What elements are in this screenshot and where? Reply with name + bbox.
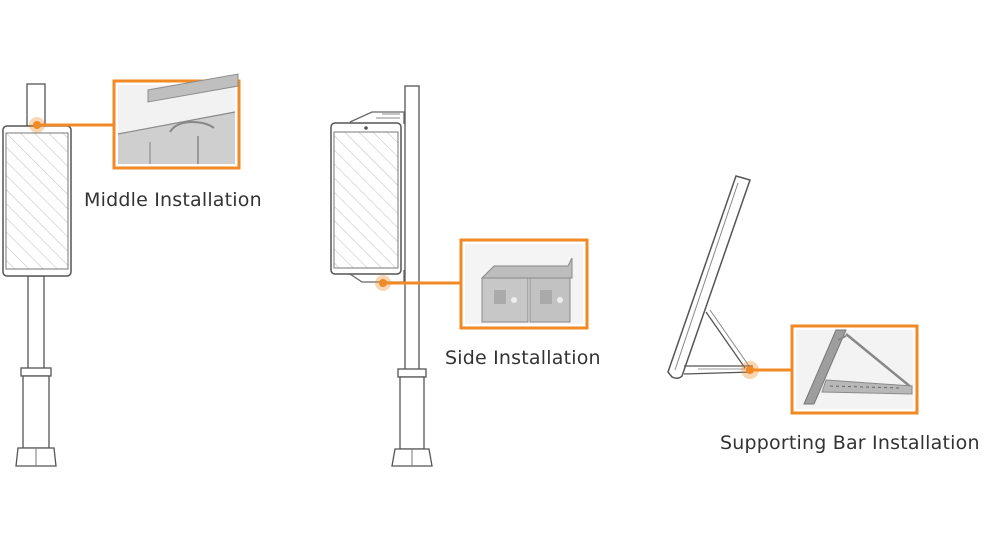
side-installation: [330, 85, 589, 467]
detail-inset-middle: [112, 73, 241, 170]
display-screen: [5, 132, 69, 270]
top-bracket: [349, 111, 405, 124]
camera-dot: [364, 126, 368, 130]
pole-base: [22, 375, 50, 449]
pole-base: [399, 376, 425, 450]
pole-collar: [20, 367, 52, 377]
tilted-display: [667, 175, 751, 380]
pole-shaft: [27, 275, 45, 373]
detail-inset-bar: [790, 324, 919, 415]
support-strut: [705, 311, 746, 369]
pole-collar: [397, 368, 427, 378]
middle-installation: [2, 73, 241, 467]
pole-shaft: [404, 85, 420, 371]
callout-marker: [33, 121, 41, 129]
supporting-bar-installation: [667, 175, 919, 415]
display-screen: [333, 131, 399, 269]
caption-side-installation: Side Installation: [445, 347, 601, 369]
caption-middle-installation: Middle Installation: [84, 189, 262, 211]
callout-marker: [379, 279, 387, 287]
detail-inset-side: [459, 238, 589, 330]
caption-supporting-bar-installation: Supporting Bar Installation: [720, 432, 980, 454]
callout-marker: [746, 366, 754, 374]
